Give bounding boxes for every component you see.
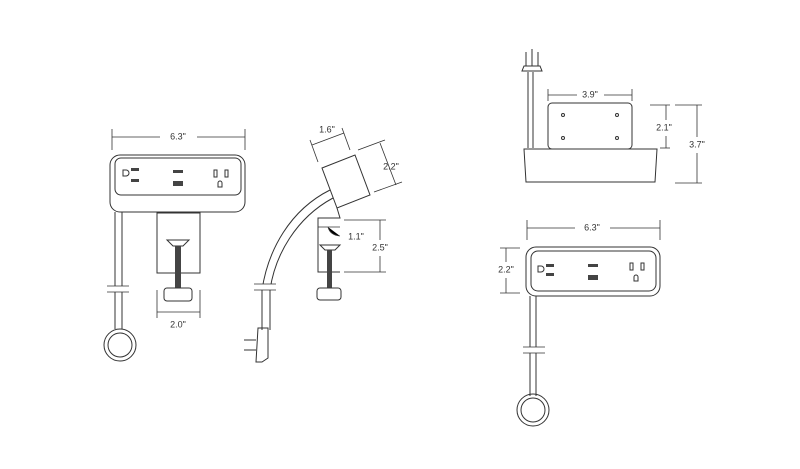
width-label: 6.3"	[584, 222, 600, 232]
plate-width-dimension: 3.9"	[547, 89, 633, 101]
lip-label: 1.1"	[348, 231, 364, 241]
depth-label: 1.6"	[319, 124, 335, 134]
gooseneck-cord	[261, 189, 334, 330]
clamp-opening-dimension: 2.5"	[344, 219, 388, 273]
power-cord	[529, 296, 537, 396]
width-dimension: 6.3"	[111, 129, 246, 150]
rear-plate-view: 3.9" 2.1" 3.7"	[521, 49, 705, 184]
plate-width-label: 3.9"	[582, 89, 598, 99]
clamp-knob	[163, 287, 193, 302]
cord-ring	[516, 393, 550, 427]
height-dimension: 2.2"	[357, 139, 403, 193]
side-clamp-view: 1.6" 2.2" 1.1" 2.5"	[244, 124, 403, 363]
plug	[521, 49, 543, 72]
mounting-plate	[547, 102, 633, 150]
outlet-face	[530, 250, 657, 292]
total-height-label: 3.7"	[689, 139, 705, 149]
front-grommet-view: 6.3" 2.2"	[498, 220, 661, 427]
plate-height-dimension: 2.1"	[650, 104, 672, 149]
plate-height-label: 2.1"	[656, 122, 672, 132]
flat-plug	[255, 327, 269, 363]
height-label: 2.2"	[498, 264, 514, 274]
power-cord	[527, 72, 534, 148]
height-dimension: 2.2"	[498, 247, 520, 294]
power-unit-side	[321, 154, 371, 209]
total-height-dimension: 3.7"	[675, 104, 705, 184]
power-unit-base	[523, 148, 658, 183]
clamp-width-label: 2.0"	[170, 319, 186, 329]
outlets	[537, 262, 645, 282]
clamp-pad	[165, 239, 191, 247]
power-unit-body	[525, 246, 661, 297]
power-cord	[114, 212, 123, 329]
depth-dimension: 1.6"	[309, 124, 351, 163]
clamp-opening-label: 2.5"	[372, 242, 388, 252]
width-dimension: 6.3"	[526, 220, 661, 240]
clamp-screw	[175, 246, 181, 288]
outlets	[122, 168, 229, 188]
height-label: 2.2"	[383, 161, 399, 171]
width-label: 6.3"	[170, 131, 186, 141]
outlet-face	[114, 157, 242, 196]
clamp-bracket	[317, 207, 341, 273]
clamp-knob	[316, 287, 342, 301]
power-unit-body	[109, 154, 246, 213]
cord-ring	[103, 328, 137, 362]
front-clamp-view: 6.3" 2.0"	[103, 129, 246, 362]
clamp-width-dimension: 2.0"	[156, 290, 201, 329]
